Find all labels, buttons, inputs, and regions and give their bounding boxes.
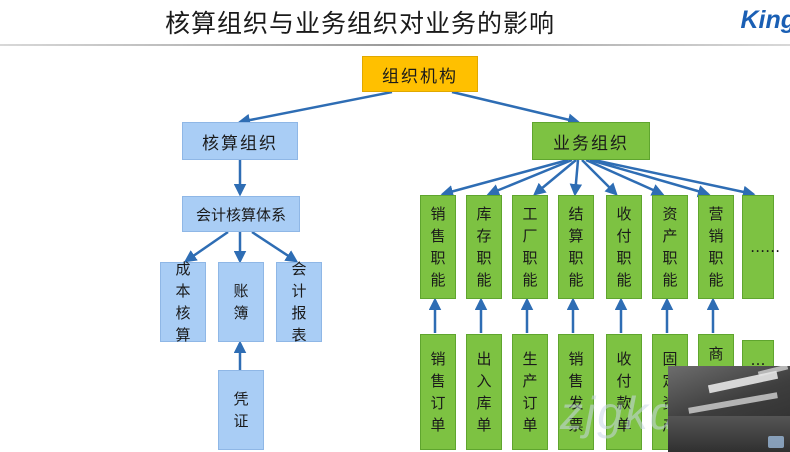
node-doc-stock-voucher: 出入库单 [466, 334, 502, 450]
page-title: 核算组织与业务组织对业务的影响 [164, 9, 555, 38]
node-cost-accounting: 成本核算 [160, 260, 206, 344]
arrow-business-to-f4 [569, 159, 583, 197]
arrow-business-to-f5 [581, 159, 618, 196]
arrow-business-to-f2 [486, 158, 573, 196]
node-doc-sales-invoice: 销售发票 [558, 334, 594, 450]
node-function-marketing: 营销职能 [698, 195, 734, 299]
node-function-factory: 工厂职能 [512, 195, 548, 299]
node-function-sales: 销售职能 [420, 195, 456, 299]
arrow-system-to-cost [183, 230, 229, 263]
title-divider [0, 44, 790, 46]
node-accounting-system: 会计核算体系 [182, 196, 300, 232]
arrow-business-to-f8 [593, 158, 756, 199]
node-function-assets: 资产职能 [652, 195, 688, 299]
node-report: 会计报表 [276, 260, 322, 344]
arrow-business-to-f6 [585, 158, 665, 196]
arrow-business-to-f1 [440, 158, 569, 198]
node-function-inventory: 库存职能 [466, 195, 502, 299]
presenter-video-overlay [668, 366, 790, 452]
company-logo: King [740, 6, 790, 34]
node-accounting-org: 核算组织 [182, 122, 298, 160]
arrow-root-to-accounting [237, 90, 393, 127]
node-function-settlement: 结算职能 [558, 195, 594, 299]
node-doc-payment-voucher: 收付款单 [606, 334, 642, 450]
node-function-payment: 收付职能 [606, 195, 642, 299]
arrow-root-to-business [451, 90, 581, 126]
node-doc-sales-order: 销售订单 [420, 334, 456, 450]
node-function-more: …… [742, 195, 780, 299]
node-business-org: 业务组织 [532, 122, 650, 160]
arrow-business-to-f3 [533, 159, 577, 196]
node-root: 组织机构 [362, 56, 478, 92]
node-voucher: 凭证 [218, 370, 264, 450]
arrow-business-to-f7 [589, 158, 711, 198]
camera-badge-icon [768, 436, 784, 448]
node-ledger: 账簿 [218, 262, 264, 342]
arrow-system-to-report [251, 230, 299, 263]
node-doc-production-order: 生产订单 [512, 334, 548, 450]
